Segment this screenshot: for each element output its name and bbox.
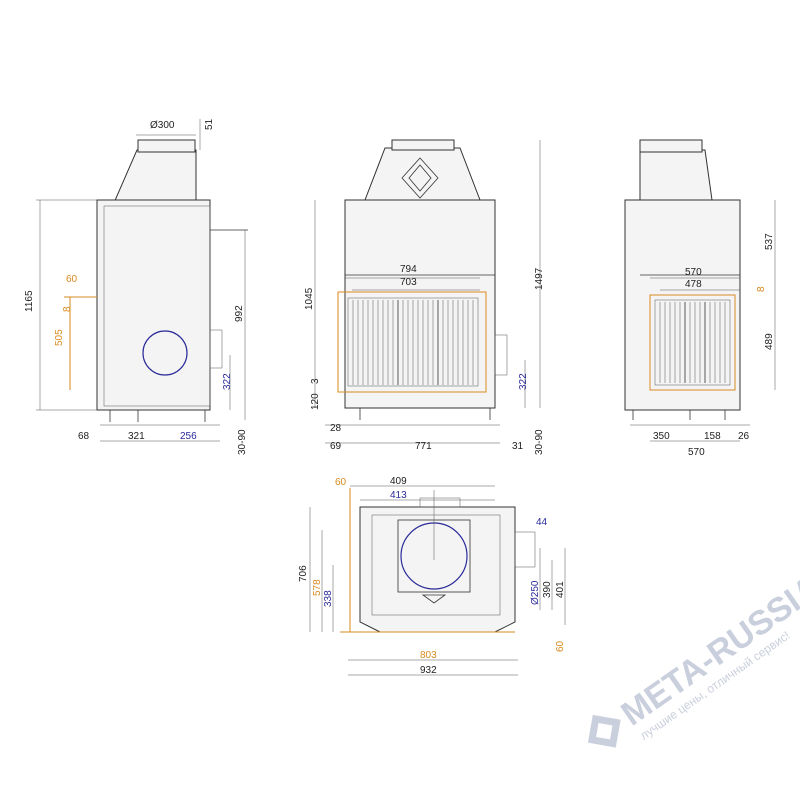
- front-grille: [352, 300, 474, 385]
- dim-250-label: Ø250: [530, 580, 541, 605]
- height-1497-label: 1497: [534, 267, 545, 290]
- dim-932-label: 932: [420, 665, 437, 676]
- dim-30-90-front-label: 30-90: [534, 429, 545, 455]
- dim-69-label: 69: [330, 441, 342, 452]
- dim-60-label: 60: [66, 274, 78, 285]
- dim-120-label: 120: [310, 393, 321, 410]
- dim-256-label: 256: [180, 431, 197, 442]
- width-478-label: 478: [685, 279, 702, 290]
- width-703-label: 703: [400, 277, 417, 288]
- watermark-logo-icon: [587, 714, 621, 748]
- dim-68-label: 68: [78, 431, 90, 442]
- dim-8-right-label: 8: [756, 286, 767, 292]
- top-offset-label: 51: [204, 118, 215, 130]
- dim-3-label: 3: [310, 378, 321, 384]
- dim-28-label: 28: [330, 423, 342, 434]
- dim-390-label: 390: [542, 581, 553, 598]
- total-height-label: 1165: [24, 290, 35, 312]
- width-794-label: 794: [400, 264, 417, 275]
- dim-413-label: 413: [390, 490, 407, 501]
- side-grille: [659, 302, 726, 383]
- dim-803-label: 803: [420, 650, 437, 661]
- dim-60-right-label: 60: [555, 640, 566, 652]
- dim-30-90-label: 30-90: [237, 429, 248, 455]
- left-side-view: Ø300 51 1165 60 8 505 992 322 68 321 256…: [24, 118, 248, 455]
- dim-44-label: 44: [536, 517, 548, 528]
- dim-537-label: 537: [764, 233, 775, 250]
- dim-489-label: 489: [764, 333, 775, 350]
- height-1045-label: 1045: [304, 287, 315, 310]
- dim-409-label: 409: [390, 476, 407, 487]
- flue-diameter-label: Ø300: [150, 120, 175, 131]
- front-view: 794 703 1045 1497 3 120 28 322 69 771 31…: [304, 139, 545, 455]
- dim-8-label: 8: [62, 306, 73, 312]
- width-570-top-label: 570: [685, 267, 702, 278]
- dim-26-label: 26: [738, 431, 750, 442]
- dim-992-label: 992: [234, 305, 245, 322]
- dim-31-label: 31: [512, 441, 524, 452]
- dim-158-label: 158: [704, 431, 721, 442]
- dim-338-label: 338: [323, 590, 334, 607]
- dim-578-label: 578: [312, 579, 323, 596]
- top-dim-60-label: 60: [335, 477, 347, 488]
- top-view: 60 409 413 44 706 578 338 Ø250 390 401 6…: [298, 476, 566, 676]
- dim-401-label: 401: [555, 581, 566, 598]
- dim-771-label: 771: [415, 441, 432, 452]
- right-side-view: 570 478 537 8 489 350 158 26 570: [624, 139, 776, 458]
- dim-505-label: 505: [54, 329, 65, 346]
- watermark: META-RUSSIA.RU лучшие цены, отличный сер…: [587, 535, 800, 748]
- width-570-bottom-label: 570: [688, 447, 705, 458]
- dim-350-label: 350: [653, 431, 670, 442]
- dim-322-front-label: 322: [518, 373, 529, 390]
- watermark-brand: META-RUSSIA.RU: [614, 535, 800, 734]
- dim-321-label: 321: [128, 431, 145, 442]
- dim-322-label: 322: [222, 373, 233, 390]
- dim-706-label: 706: [298, 565, 309, 582]
